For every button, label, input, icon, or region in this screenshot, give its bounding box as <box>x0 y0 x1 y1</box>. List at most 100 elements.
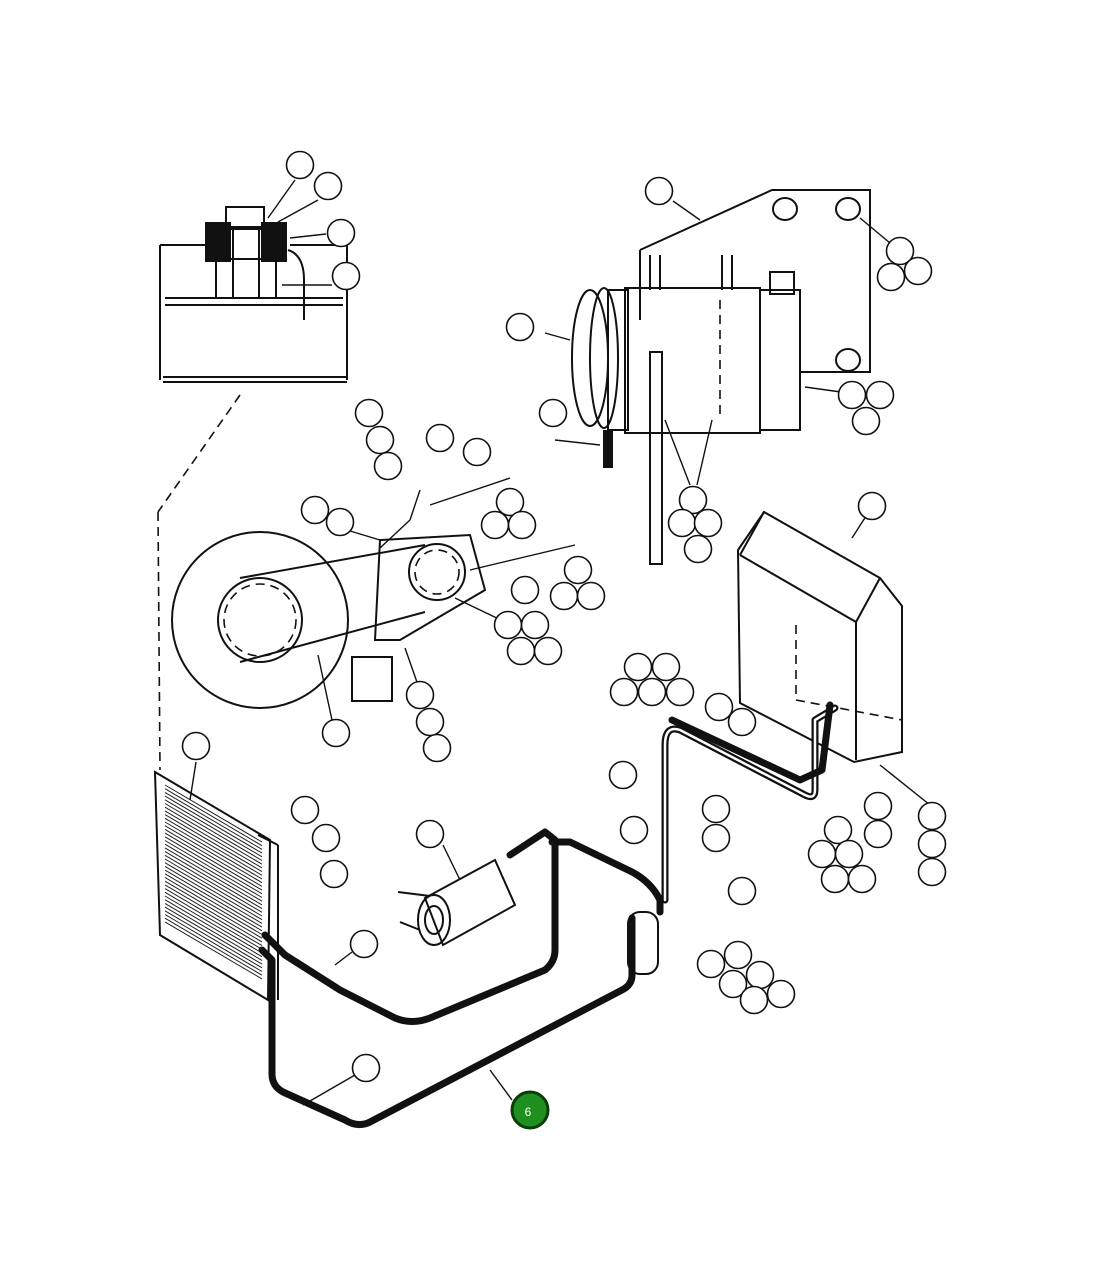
callout-circle[interactable] <box>667 508 697 538</box>
condenser-fins <box>164 784 263 980</box>
callout-circle[interactable] <box>847 864 877 894</box>
callout-circle[interactable] <box>311 823 341 853</box>
callout-circle-shape <box>619 815 649 845</box>
callout-circle[interactable] <box>507 510 537 540</box>
callout-circle[interactable] <box>701 794 731 824</box>
callout-circle[interactable] <box>834 839 864 869</box>
callout-circle[interactable] <box>608 760 638 790</box>
callout-circle[interactable] <box>321 718 351 748</box>
callout-circle[interactable] <box>623 652 653 682</box>
callout-circle[interactable] <box>505 312 535 342</box>
callout-circle-shape <box>415 707 445 737</box>
condenser-fin-line <box>164 880 263 939</box>
callout-circle[interactable] <box>823 815 853 845</box>
callout-circle[interactable] <box>917 829 947 859</box>
callout-circle[interactable] <box>549 581 579 611</box>
callout-circle[interactable] <box>678 485 708 515</box>
callout-circle-shape <box>807 839 837 869</box>
condenser-fin-line <box>164 891 263 950</box>
callout-circle[interactable] <box>609 677 639 707</box>
callout-circle[interactable] <box>326 218 356 248</box>
callout-circle[interactable] <box>637 677 667 707</box>
callout-circle[interactable] <box>696 949 726 979</box>
callout-circle[interactable] <box>365 425 395 455</box>
callout-circle[interactable] <box>727 876 757 906</box>
callout-circle[interactable] <box>723 940 753 970</box>
callout-label: 6 <box>525 1105 532 1119</box>
callout-6-highlighted[interactable]: 6 <box>510 1090 550 1130</box>
callout-circle[interactable] <box>285 150 315 180</box>
callout-circle[interactable] <box>917 801 947 831</box>
callout-circle[interactable] <box>325 507 355 537</box>
callout-circle[interactable] <box>495 487 525 517</box>
callout-circle[interactable] <box>563 555 593 585</box>
callout-circle[interactable] <box>405 680 435 710</box>
callout-circle[interactable] <box>331 261 361 291</box>
callout-circle[interactable] <box>290 795 320 825</box>
callout-circle[interactable] <box>349 929 379 959</box>
callout-circle[interactable] <box>701 823 731 853</box>
callout-circle[interactable] <box>510 575 540 605</box>
callout-circle-shape <box>823 815 853 845</box>
callout-circle[interactable] <box>766 979 796 1009</box>
callout-circle[interactable] <box>857 491 887 521</box>
callout-circle[interactable] <box>683 534 713 564</box>
callout-circle[interactable] <box>739 985 769 1015</box>
callout-circle[interactable] <box>745 960 775 990</box>
callout-circle-shape <box>480 510 510 540</box>
callout-circle-shape <box>422 733 452 763</box>
callout-circle[interactable] <box>665 677 695 707</box>
condenser-fin-line <box>164 843 263 902</box>
callout-circle[interactable] <box>807 839 837 869</box>
condenser-fin-line <box>164 862 263 921</box>
callout-circle[interactable] <box>415 819 445 849</box>
callout-circle[interactable] <box>425 423 455 453</box>
callout-circle[interactable] <box>903 256 933 286</box>
callout-circle-shape <box>300 495 330 525</box>
callout-circle[interactable] <box>520 610 550 640</box>
callout-circle[interactable] <box>462 437 492 467</box>
callout-circle[interactable] <box>538 398 568 428</box>
callout-circle[interactable] <box>693 508 723 538</box>
callout-circle[interactable] <box>480 510 510 540</box>
callout-circle[interactable] <box>313 171 343 201</box>
callout-circle-shape <box>313 171 343 201</box>
callout-circle-shape <box>623 652 653 682</box>
callout-circle-shape <box>837 380 867 410</box>
callout-circle[interactable] <box>863 791 893 821</box>
callout-circle[interactable] <box>851 406 881 436</box>
callout-circle[interactable] <box>865 380 895 410</box>
callout-circle[interactable] <box>351 1053 381 1083</box>
callout-circle[interactable] <box>300 495 330 525</box>
callout-circle[interactable] <box>876 262 906 292</box>
callout-circle[interactable] <box>181 731 211 761</box>
callout-circle[interactable] <box>718 969 748 999</box>
callout-circle[interactable] <box>506 636 536 666</box>
callout-circle-shape <box>745 960 775 990</box>
callout-circle-shape <box>665 677 695 707</box>
callout-circle[interactable] <box>704 692 734 722</box>
callout-circle[interactable] <box>727 707 757 737</box>
callout-circle[interactable] <box>885 236 915 266</box>
callout-circle-shape <box>766 979 796 1009</box>
callout-circle[interactable] <box>863 819 893 849</box>
callout-circle[interactable] <box>415 707 445 737</box>
callout-circle[interactable] <box>576 581 606 611</box>
callout-circle[interactable] <box>917 857 947 887</box>
callout-circle[interactable] <box>619 815 649 845</box>
callout-circle-shape <box>495 487 525 517</box>
callout-circle[interactable] <box>820 864 850 894</box>
callout-circle-shape <box>549 581 579 611</box>
callout-circle[interactable] <box>354 398 384 428</box>
callout-circle[interactable] <box>319 859 349 889</box>
callout-circle[interactable] <box>493 610 523 640</box>
callout-circle[interactable] <box>651 652 681 682</box>
callout-circle[interactable] <box>373 451 403 481</box>
callout-circle-shape <box>637 677 667 707</box>
callout-circle[interactable] <box>644 176 674 206</box>
condenser-fin-line <box>164 832 263 891</box>
callout-circle[interactable] <box>533 636 563 666</box>
callout-circle[interactable] <box>422 733 452 763</box>
callout-circle[interactable] <box>837 380 867 410</box>
callout-circle-shape <box>865 380 895 410</box>
